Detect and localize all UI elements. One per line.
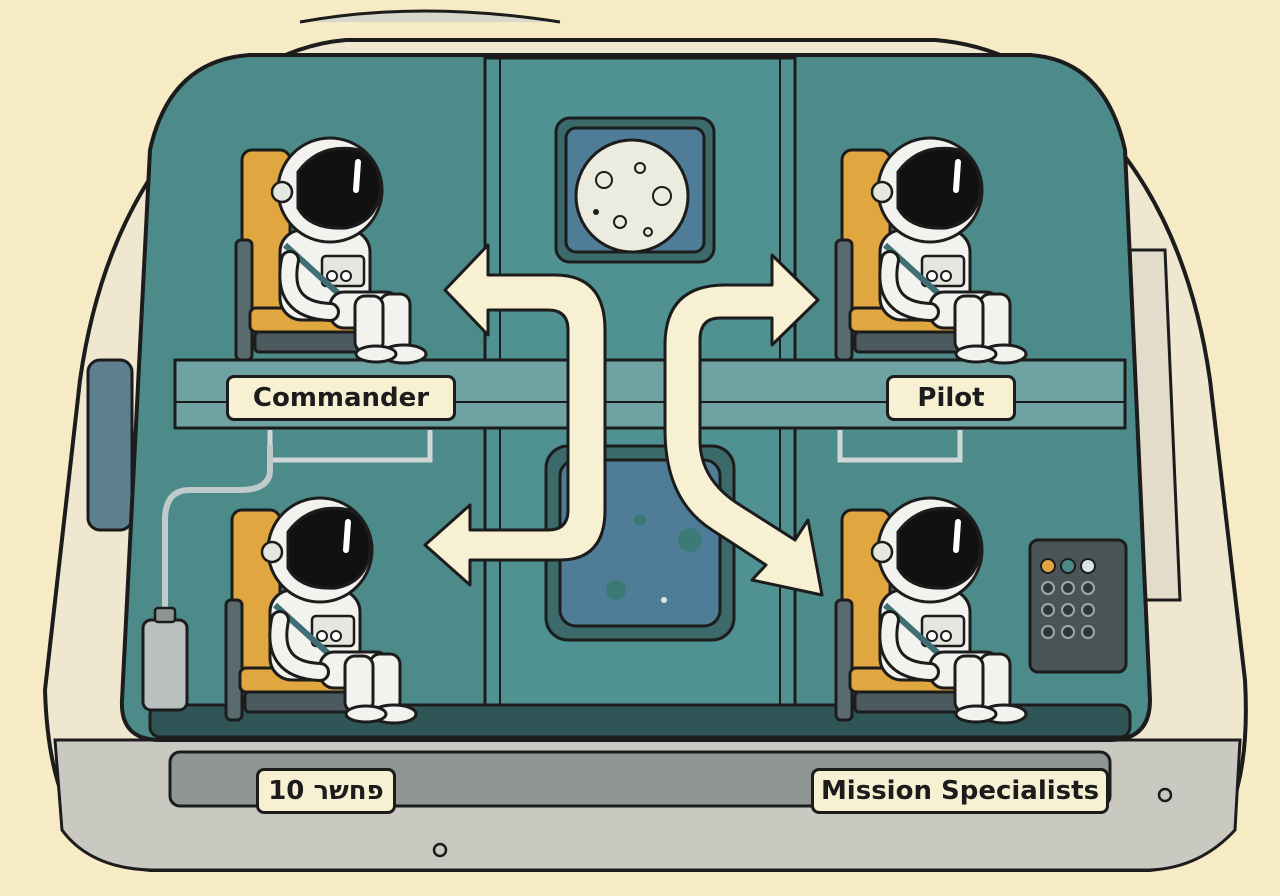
- moon-icon: [574, 138, 690, 254]
- commander-label: Commander: [226, 375, 456, 421]
- oxygen-tank-icon: [141, 606, 189, 712]
- control-keypad-icon: [1028, 538, 1128, 674]
- mission-specialists-label: Mission Specialists: [811, 768, 1109, 814]
- crossover-arrows: [423, 243, 824, 597]
- pilot-label: Pilot: [886, 375, 1016, 421]
- rear-left-seat-label: פחשר 10: [256, 768, 396, 814]
